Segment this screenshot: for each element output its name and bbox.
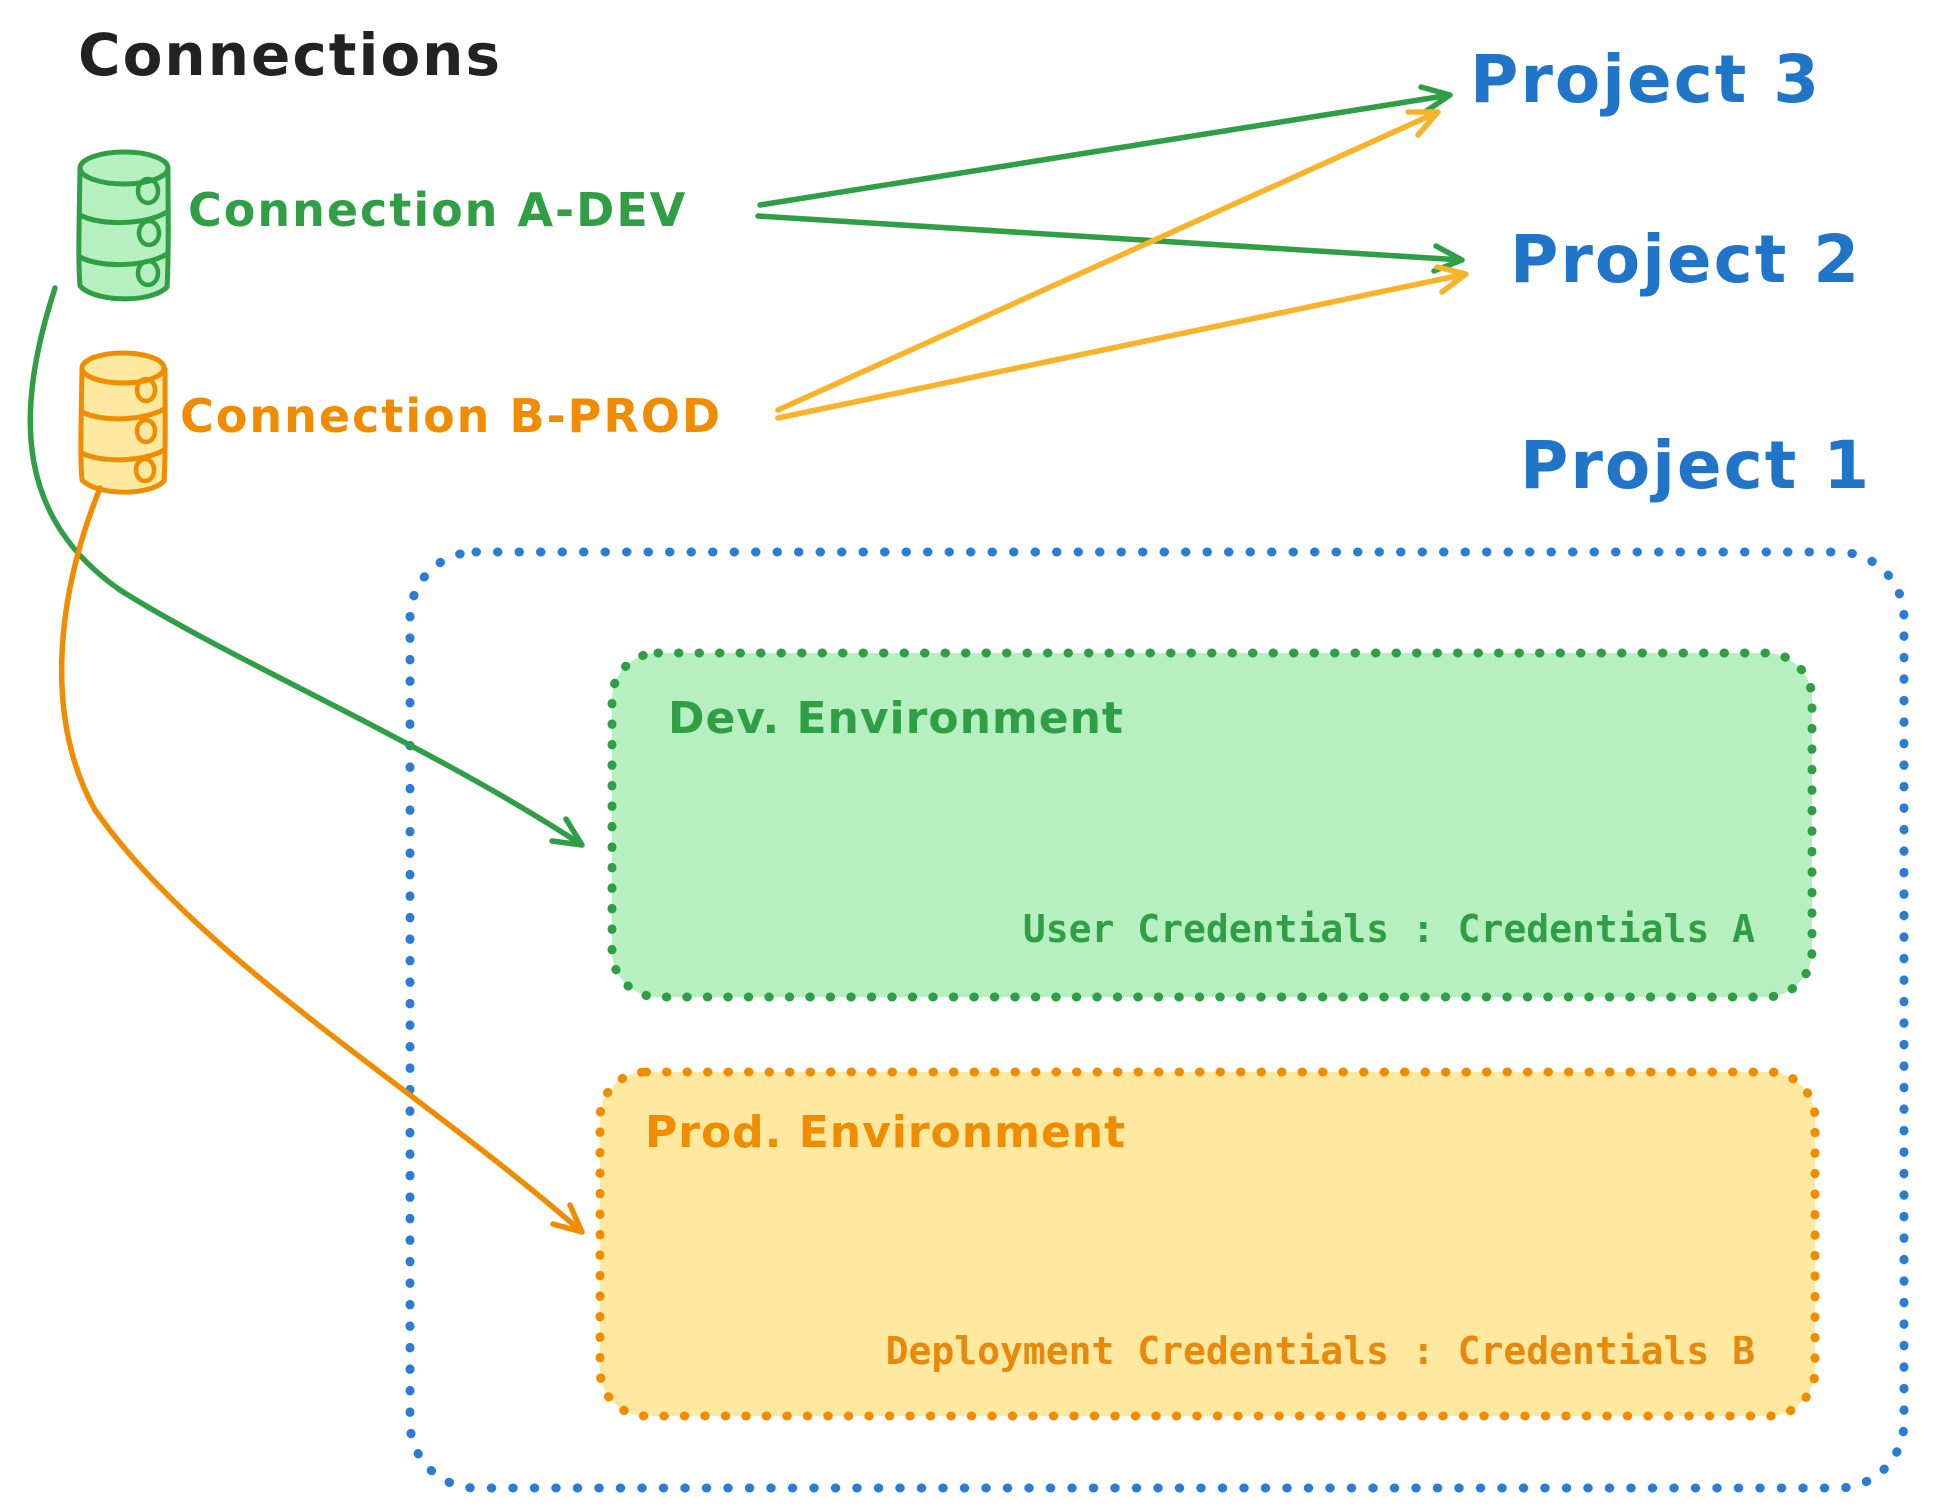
arrow-a-dev-to-project-3: [757, 84, 1453, 208]
dev-environment-title: Dev. Environment: [668, 693, 1124, 744]
prod-environment-box: [595, 1067, 1820, 1421]
connection-a-dev-label: Connection A-DEV: [188, 183, 688, 237]
arrow-b-prod-to-project-3: [775, 109, 1441, 413]
dev-environment-credentials: User Credentials : Credentials A: [1022, 907, 1755, 951]
project-3-label: Project 3: [1470, 41, 1822, 118]
connection-b-prod-label: Connection B-PROD: [180, 389, 723, 443]
diagram-title: Connections: [78, 21, 502, 89]
database-icon-dev: [76, 149, 171, 302]
project-1-label: Project 1: [1520, 427, 1872, 504]
arrow-b-prod-to-project-2: [775, 264, 1469, 421]
dev-environment-box: [607, 648, 1817, 1002]
arrow-a-dev-to-dev-environment: [27, 285, 585, 848]
project-2-label: Project 2: [1510, 221, 1862, 298]
project-1-container-box: [405, 547, 1909, 1493]
prod-environment-credentials: Deployment Credentials : Credentials B: [885, 1329, 1755, 1373]
arrow-b-prod-to-prod-environment: [58, 485, 585, 1235]
database-icon-prod: [78, 350, 168, 495]
prod-environment-title: Prod. Environment: [645, 1107, 1127, 1158]
